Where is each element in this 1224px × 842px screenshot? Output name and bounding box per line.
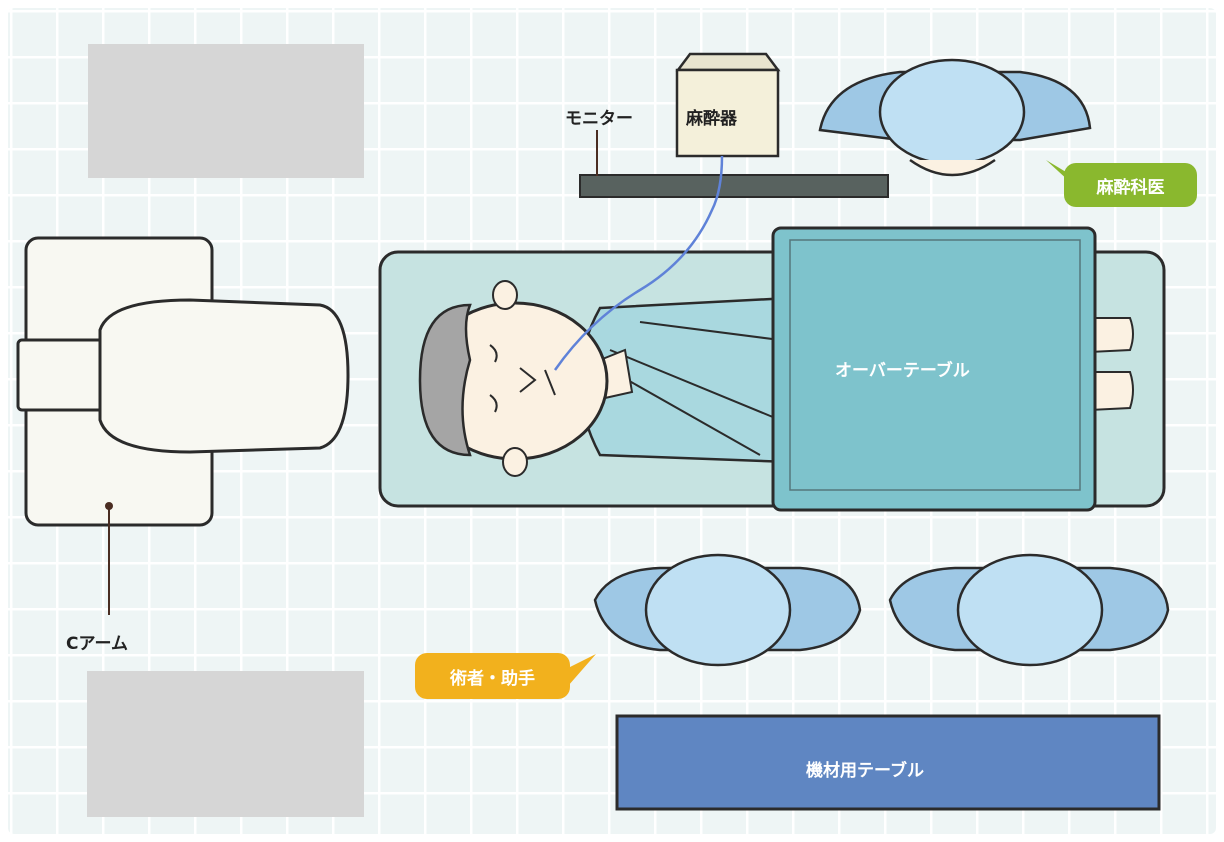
instrument-table-label: 機材用テーブル: [806, 761, 924, 781]
anesthesia-machine-label: 麻酔器: [686, 109, 737, 129]
overbed-table: [771, 226, 1097, 512]
anesthesiologist-badge: 麻酔科医: [1064, 163, 1197, 207]
anesthesia-tube: [553, 155, 724, 371]
monitor-label: モニター: [565, 109, 633, 129]
anesthesiologist: [818, 58, 1092, 177]
overbed-table-label: オーバーテーブル: [835, 361, 970, 381]
monitor-bar: [579, 174, 889, 198]
c-arm-leader-dot: [105, 502, 113, 510]
surgeon-left: [593, 553, 862, 667]
surgeons-badge: 術者・助手: [415, 653, 570, 699]
surgeon-right: [888, 553, 1170, 667]
c-arm: [16, 236, 350, 527]
c-arm-label: Cアーム: [66, 634, 128, 654]
gray-block-top: [88, 44, 364, 178]
anesthesia-machine: [675, 52, 781, 158]
instrument-table: [615, 714, 1161, 811]
gray-block-bottom: [87, 671, 364, 817]
